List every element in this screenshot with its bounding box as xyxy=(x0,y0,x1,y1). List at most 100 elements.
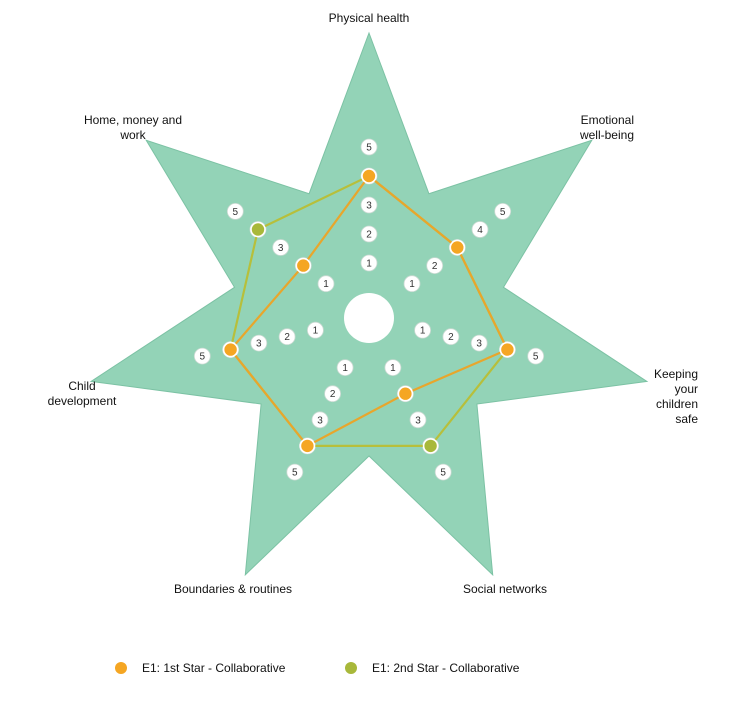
tick-badge-child-2 xyxy=(278,328,296,346)
tick-badge-physical-3 xyxy=(360,196,378,214)
tick-label-home-3: 3 xyxy=(278,243,284,254)
tick-child-5: 5 xyxy=(193,347,211,365)
tick-label-keeping-1: 1 xyxy=(420,326,426,337)
tick-keeping-3: 3 xyxy=(470,334,488,352)
tick-boundaries-3: 3 xyxy=(311,411,329,429)
legend-label-1st-star: E1: 1st Star - Collaborative xyxy=(142,661,286,675)
tick-label-physical-5: 5 xyxy=(366,143,372,154)
legend-dot-1st-star xyxy=(115,662,127,674)
tick-label-boundaries-2: 2 xyxy=(330,389,336,400)
series-2-point-social xyxy=(422,438,439,454)
legend-item-1st-star: E1: 1st Star - Collaborative xyxy=(115,661,286,675)
tick-label-child-5: 5 xyxy=(200,352,206,363)
tick-label-keeping-2: 2 xyxy=(448,332,454,343)
tick-emotional-4: 4 xyxy=(471,221,489,238)
tick-badge-emotional-1 xyxy=(403,275,421,293)
tick-label-physical-3: 3 xyxy=(366,201,372,212)
tick-emotional-5: 5 xyxy=(494,202,512,220)
tick-label-physical-2: 2 xyxy=(366,230,372,241)
tick-label-social-3: 3 xyxy=(415,415,421,426)
legend-dot-2nd-star xyxy=(345,662,357,674)
tick-label-social-5: 5 xyxy=(440,468,446,479)
tick-badge-boundaries-3 xyxy=(311,411,329,429)
axis-label-child-line-2: development xyxy=(48,394,117,408)
tick-social-1: 1 xyxy=(384,359,402,377)
axis-label-child-line-1: Child xyxy=(68,379,95,393)
tick-label-boundaries-5: 5 xyxy=(292,468,298,479)
tick-label-boundaries-1: 1 xyxy=(342,363,348,374)
axis-label-home-line-1: Home, money and xyxy=(84,113,182,127)
tick-child-3: 3 xyxy=(250,334,268,352)
tick-keeping-2: 2 xyxy=(442,328,460,346)
tick-badge-keeping-5 xyxy=(527,347,545,365)
axis-label-social-line-1: Social networks xyxy=(463,582,547,596)
tick-badge-home-5 xyxy=(226,202,244,220)
tick-boundaries-2: 2 xyxy=(324,385,342,403)
tick-label-keeping-5: 5 xyxy=(533,352,539,363)
tick-badge-home-1 xyxy=(317,275,335,293)
axis-label-layer: Physical healthEmotionalwell-beingKeepin… xyxy=(48,11,699,596)
series-2-point-home xyxy=(250,221,266,238)
tick-badge-physical-5 xyxy=(360,138,378,156)
axis-label-boundaries-line-1: Boundaries & routines xyxy=(174,582,292,596)
tick-social-3: 3 xyxy=(409,411,427,429)
tick-label-emotional-4: 4 xyxy=(477,225,483,236)
tick-badge-social-5 xyxy=(434,463,452,481)
tick-home-3: 3 xyxy=(272,239,290,256)
tick-badge-boundaries-1 xyxy=(336,359,354,377)
series-line-1 xyxy=(229,174,509,448)
legend-label-2nd-star: E1: 2nd Star - Collaborative xyxy=(372,661,520,675)
tick-badge-child-1 xyxy=(306,321,324,339)
tick-child-2: 2 xyxy=(278,328,296,346)
legend: E1: 1st Star - Collaborative E1: 2nd Sta… xyxy=(115,661,520,675)
tick-badge-physical-1 xyxy=(360,254,378,272)
tick-badge-emotional-2 xyxy=(426,257,444,275)
tick-label-home-5: 5 xyxy=(233,207,239,218)
tick-physical-2: 2 xyxy=(360,225,378,243)
series-1-point-home xyxy=(295,257,312,274)
tick-emotional-2: 2 xyxy=(426,257,444,275)
axis-label-physical-line-1: Physical health xyxy=(329,11,410,25)
series-layer xyxy=(222,168,516,454)
axis-label-keeping-line-4: safe xyxy=(675,412,698,426)
tick-badge-emotional-4 xyxy=(471,221,489,238)
legend-item-2nd-star: E1: 2nd Star - Collaborative xyxy=(345,661,520,675)
series-1-point-keeping xyxy=(499,341,516,358)
tick-label-child-3: 3 xyxy=(256,339,262,350)
tick-badge-social-1 xyxy=(384,359,402,377)
series-1-point-physical xyxy=(361,168,377,184)
tick-badge-physical-2 xyxy=(360,225,378,243)
tick-badge-boundaries-5 xyxy=(286,463,304,481)
tick-label-keeping-3: 3 xyxy=(476,339,482,350)
tick-social-5: 5 xyxy=(434,463,452,481)
tick-physical-5: 5 xyxy=(360,138,378,156)
tick-keeping-5: 5 xyxy=(527,347,545,365)
axis-label-home-line-2: work xyxy=(119,128,146,142)
tick-emotional-1: 1 xyxy=(403,275,421,293)
tick-label-emotional-1: 1 xyxy=(409,279,415,290)
tick-badge-social-3 xyxy=(409,411,427,429)
tick-badge-keeping-1 xyxy=(414,321,432,339)
tick-label-emotional-5: 5 xyxy=(500,207,506,218)
tick-label-child-1: 1 xyxy=(313,326,319,337)
tick-physical-3: 3 xyxy=(360,196,378,214)
series-1-point-social xyxy=(397,385,414,402)
series-1-point-boundaries xyxy=(299,438,316,454)
tick-home-1: 1 xyxy=(317,275,335,293)
tick-label-physical-1: 1 xyxy=(366,259,372,270)
tick-home-5: 5 xyxy=(226,202,244,220)
tick-badge-child-3 xyxy=(250,334,268,352)
axis-label-keeping-line-2: your xyxy=(675,382,698,396)
tick-physical-1: 1 xyxy=(360,254,378,272)
series-1-point-emotional xyxy=(449,239,466,256)
tick-badge-child-5 xyxy=(193,347,211,365)
center-hole xyxy=(344,293,394,343)
tick-boundaries-1: 1 xyxy=(336,359,354,377)
axis-label-keeping-line-3: children xyxy=(656,397,698,411)
axis-label-keeping-line-1: Keeping xyxy=(654,367,698,381)
tick-child-1: 1 xyxy=(306,321,324,339)
tick-label-emotional-2: 2 xyxy=(432,261,438,272)
axis-label-emotional-line-2: well-being xyxy=(579,128,634,142)
